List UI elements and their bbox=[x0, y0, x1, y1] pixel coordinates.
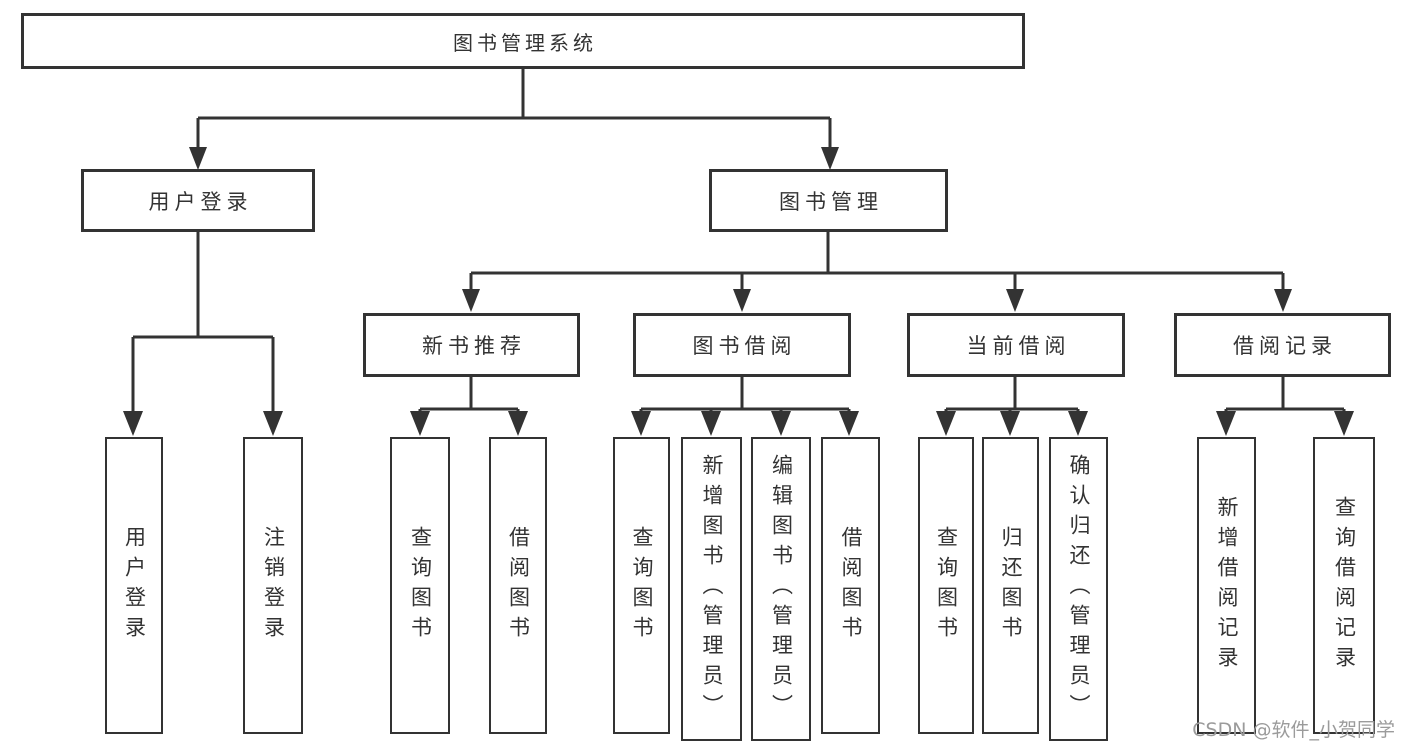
node-label: 查询借阅记录 bbox=[1332, 495, 1357, 676]
node-label: 新增借阅记录 bbox=[1215, 495, 1239, 676]
node-book-management: 图书管理 bbox=[709, 169, 948, 232]
leaf-query-books-current: 查询图书 bbox=[918, 437, 974, 734]
arrowhead bbox=[123, 411, 143, 436]
node-label: 查询图书 bbox=[630, 525, 654, 646]
node-new-book-recommend: 新书推荐 bbox=[363, 313, 580, 377]
arrowhead bbox=[821, 147, 839, 170]
node-label: 用户登录 bbox=[122, 525, 147, 646]
node-label: 借阅图书 bbox=[839, 525, 863, 646]
arrowhead bbox=[189, 147, 207, 170]
node-label: 编辑图书（管理员） bbox=[769, 454, 794, 724]
node-label: 当前借阅 bbox=[966, 334, 1071, 358]
node-library-system-root: 图书管理系统 bbox=[21, 13, 1025, 69]
node-label: 图书管理 bbox=[779, 189, 883, 214]
node-label: 注销登录 bbox=[261, 525, 286, 646]
arrowhead bbox=[1068, 411, 1088, 436]
connector-book-mgmt-branch bbox=[462, 231, 1292, 312]
csdn-watermark: CSDN @软件_小贺同学 bbox=[1192, 719, 1395, 741]
node-book-borrow: 图书借阅 bbox=[633, 313, 851, 377]
node-label: 图书借阅 bbox=[692, 334, 797, 358]
node-label: 借阅图书 bbox=[506, 525, 531, 646]
node-current-borrow: 当前借阅 bbox=[907, 313, 1125, 377]
node-borrow-record: 借阅记录 bbox=[1174, 313, 1391, 377]
arrowhead bbox=[1334, 411, 1354, 436]
arrowhead bbox=[462, 289, 480, 312]
leaf-user-login: 用户登录 bbox=[105, 437, 163, 734]
leaf-query-books-borrow: 查询图书 bbox=[613, 437, 670, 734]
leaf-borrow-books-recommend: 借阅图书 bbox=[489, 437, 547, 734]
connector-borrow-record-branch bbox=[1216, 377, 1354, 436]
connector-current-borrow-branch bbox=[936, 377, 1088, 436]
arrowhead bbox=[263, 411, 283, 436]
leaf-edit-books-admin: 编辑图书（管理员） bbox=[751, 437, 811, 741]
arrowhead bbox=[1006, 289, 1024, 312]
node-label: 新书推荐 bbox=[422, 334, 526, 358]
node-label: 确认归还（管理员） bbox=[1067, 454, 1091, 724]
connector-user-login-branch bbox=[123, 231, 283, 436]
connector-new-book-branch bbox=[410, 377, 528, 436]
leaf-return-books: 归还图书 bbox=[982, 437, 1039, 734]
node-label: 查询图书 bbox=[934, 525, 959, 646]
node-user-login: 用户登录 bbox=[81, 169, 315, 232]
node-label: 用户登录 bbox=[148, 189, 253, 214]
arrowhead bbox=[508, 411, 528, 436]
arrowhead bbox=[631, 411, 651, 436]
arrowhead bbox=[733, 289, 751, 312]
leaf-logout: 注销登录 bbox=[243, 437, 303, 734]
connector-root-to-level2 bbox=[189, 69, 839, 170]
arrowhead bbox=[839, 411, 859, 436]
arrowhead bbox=[936, 411, 956, 436]
leaf-add-borrow-record: 新增借阅记录 bbox=[1197, 437, 1256, 734]
arrowhead bbox=[701, 411, 721, 436]
arrowhead bbox=[1274, 289, 1292, 312]
arrowhead bbox=[1000, 411, 1020, 436]
leaf-borrow-books: 借阅图书 bbox=[821, 437, 880, 734]
node-label: 归还图书 bbox=[999, 525, 1023, 646]
node-label: 借阅记录 bbox=[1233, 334, 1337, 358]
arrowhead bbox=[1216, 411, 1236, 436]
node-label: 查询图书 bbox=[408, 525, 433, 646]
connector-book-borrow-branch bbox=[631, 377, 859, 436]
arrowhead bbox=[410, 411, 430, 436]
leaf-add-books-admin: 新增图书（管理员） bbox=[681, 437, 742, 741]
node-label: 新增图书（管理员） bbox=[700, 454, 724, 724]
leaf-query-books-recommend: 查询图书 bbox=[390, 437, 450, 734]
arrowhead bbox=[771, 411, 791, 436]
leaf-query-borrow-record: 查询借阅记录 bbox=[1313, 437, 1375, 734]
node-label: 图书管理系统 bbox=[453, 30, 597, 55]
leaf-confirm-return-admin: 确认归还（管理员） bbox=[1049, 437, 1108, 741]
